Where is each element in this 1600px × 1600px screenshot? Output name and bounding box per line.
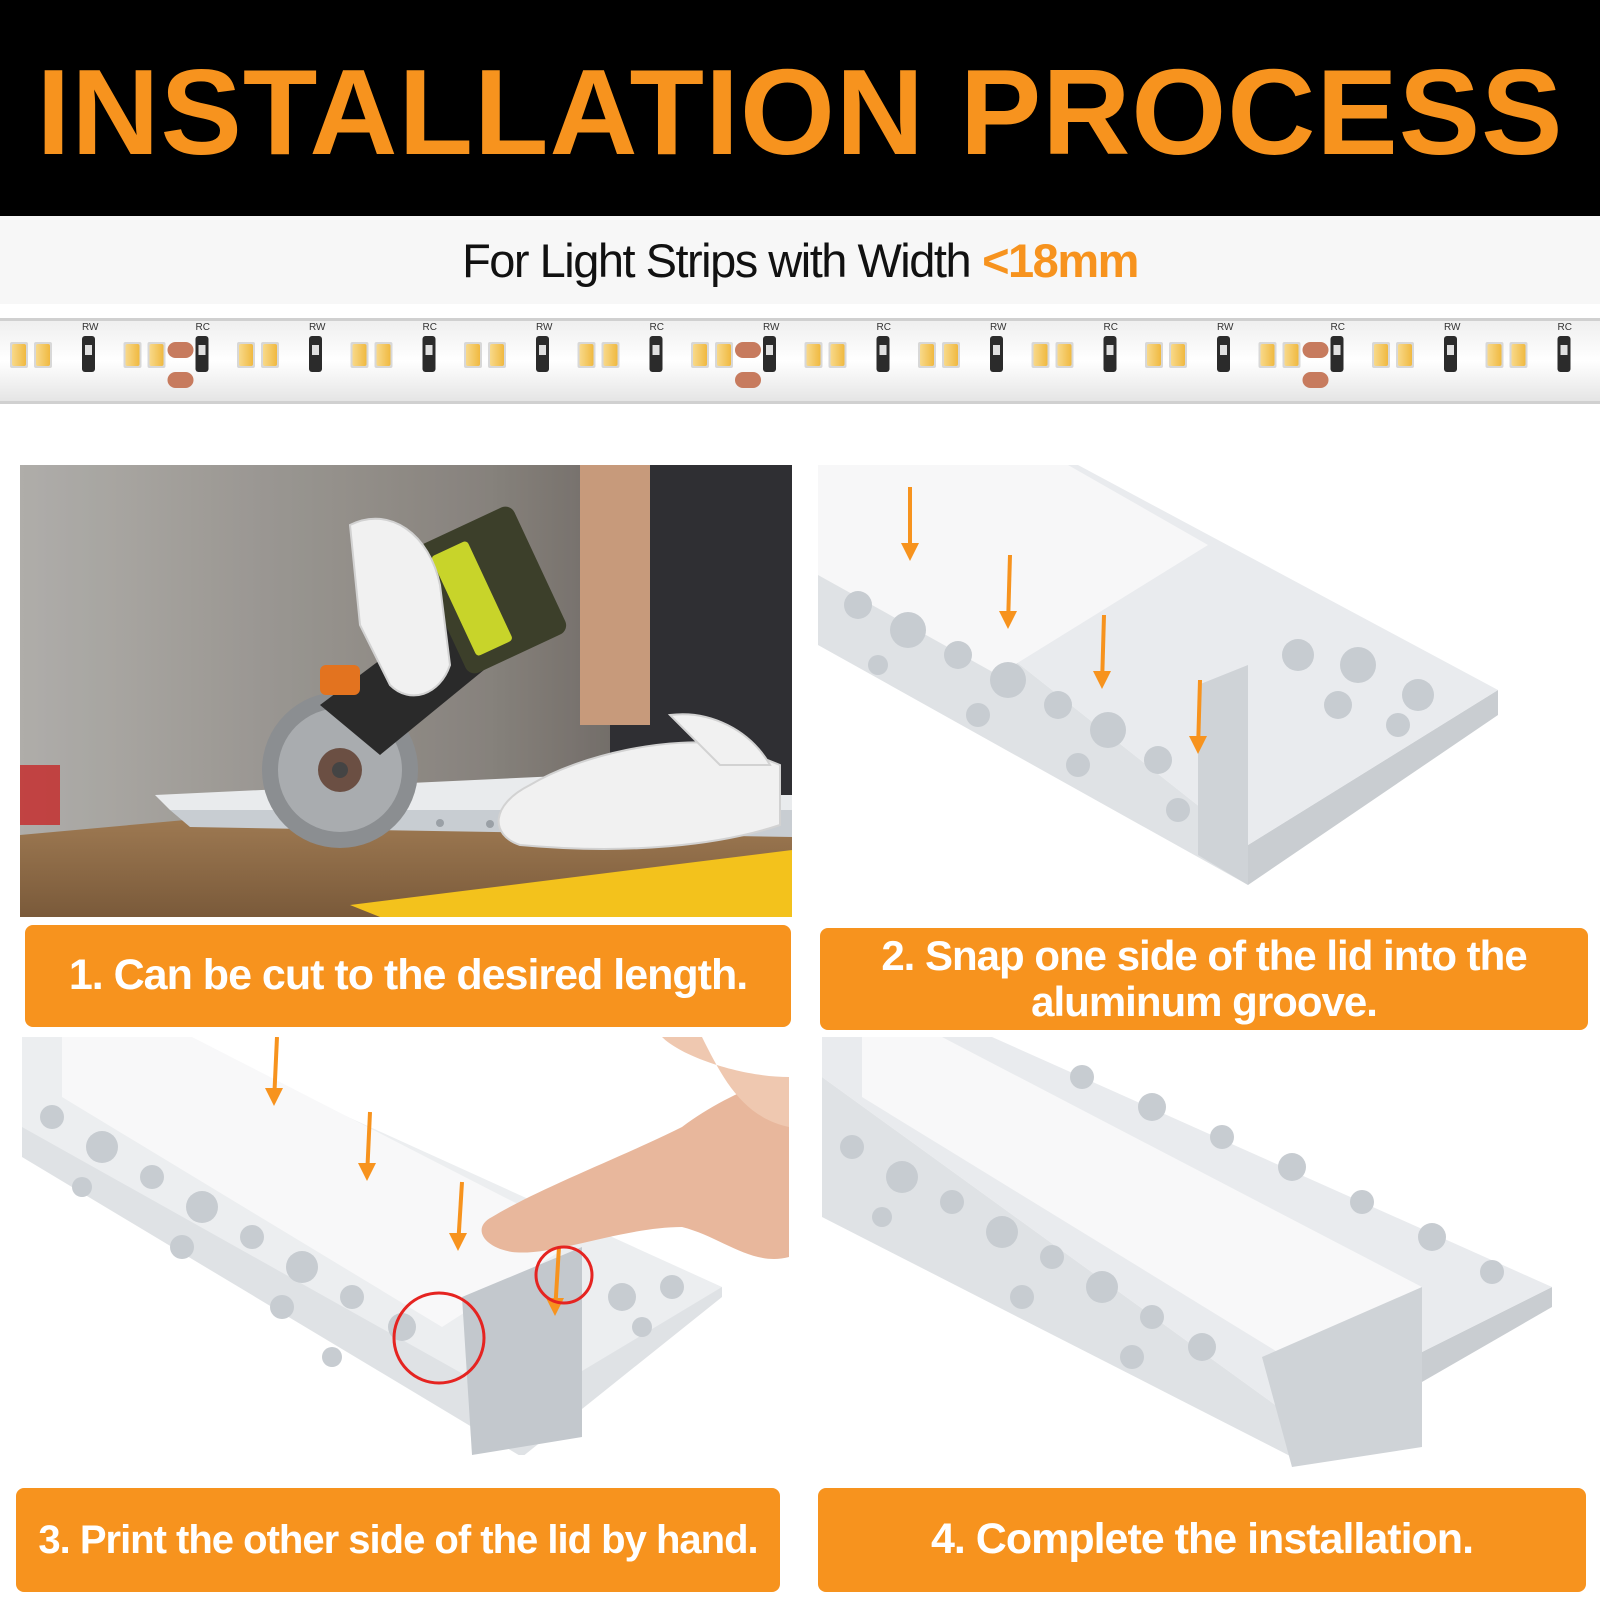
pad-label: RC <box>196 322 210 333</box>
glove-hand-icon <box>348 517 781 850</box>
step-3-illustration-press-lid <box>22 1037 789 1455</box>
subtitle-width-highlight: <18mm <box>982 233 1139 287</box>
subtitle-bar: For Light Strips with Width <18mm <box>0 216 1600 304</box>
solder-pad <box>735 342 761 358</box>
pad-label: RC <box>877 322 891 333</box>
pad-label: RW <box>536 322 553 333</box>
led-strip-image: RW RC RW RC RW RC RW RC RW RC RW RC RW RC <box>0 318 1600 404</box>
arrow-down-icon <box>901 543 919 561</box>
arrow-down-icon <box>1093 671 1111 689</box>
profile-holes <box>844 591 1434 822</box>
highlight-circle-icon <box>534 1245 594 1305</box>
solder-pad <box>735 372 761 388</box>
pad-label: RC <box>423 322 437 333</box>
profile-holes <box>40 1105 684 1367</box>
page-title: INSTALLATION PROCESS <box>36 44 1564 180</box>
step-4-caption: 4. Complete the installation. <box>818 1488 1586 1592</box>
step-2-caption: 2. Snap one side of the lid into the alu… <box>820 928 1588 1030</box>
solder-pad <box>167 372 194 388</box>
subtitle-text: For Light Strips with Width <box>462 233 972 287</box>
highlight-circle-icon <box>392 1291 486 1385</box>
pad-label: RW <box>309 322 326 333</box>
pad-label: RC <box>650 322 664 333</box>
pad-label: RC <box>1331 322 1345 333</box>
solder-pad <box>1302 372 1329 388</box>
arrow-down-icon <box>999 611 1017 629</box>
solder-pad <box>1302 342 1329 358</box>
step-2-illustration-snap-lid <box>818 465 1588 915</box>
arrow-down-icon <box>265 1088 283 1106</box>
header-banner: INSTALLATION PROCESS <box>0 0 1600 216</box>
pad-label: RW <box>990 322 1007 333</box>
arrow-down-icon <box>1189 736 1207 754</box>
pad-label: RW <box>1217 322 1234 333</box>
pad-label: RW <box>763 322 780 333</box>
pad-label: RC <box>1558 322 1572 333</box>
pad-label: RW <box>82 322 99 333</box>
finger-icon <box>481 1037 789 1260</box>
arrow-down-icon <box>358 1163 376 1181</box>
pad-label: RC <box>1104 322 1118 333</box>
solder-pad <box>167 342 194 358</box>
pad-label: RW <box>1444 322 1461 333</box>
profile-holes <box>840 1065 1504 1369</box>
step-3-caption: 3. Print the other side of the lid by ha… <box>16 1488 780 1592</box>
step-1-photo-cutting <box>20 465 792 917</box>
arrow-down-icon <box>449 1233 467 1251</box>
step-1-caption: 1. Can be cut to the desired length. <box>25 925 791 1027</box>
step-4-illustration-complete <box>822 1037 1578 1467</box>
